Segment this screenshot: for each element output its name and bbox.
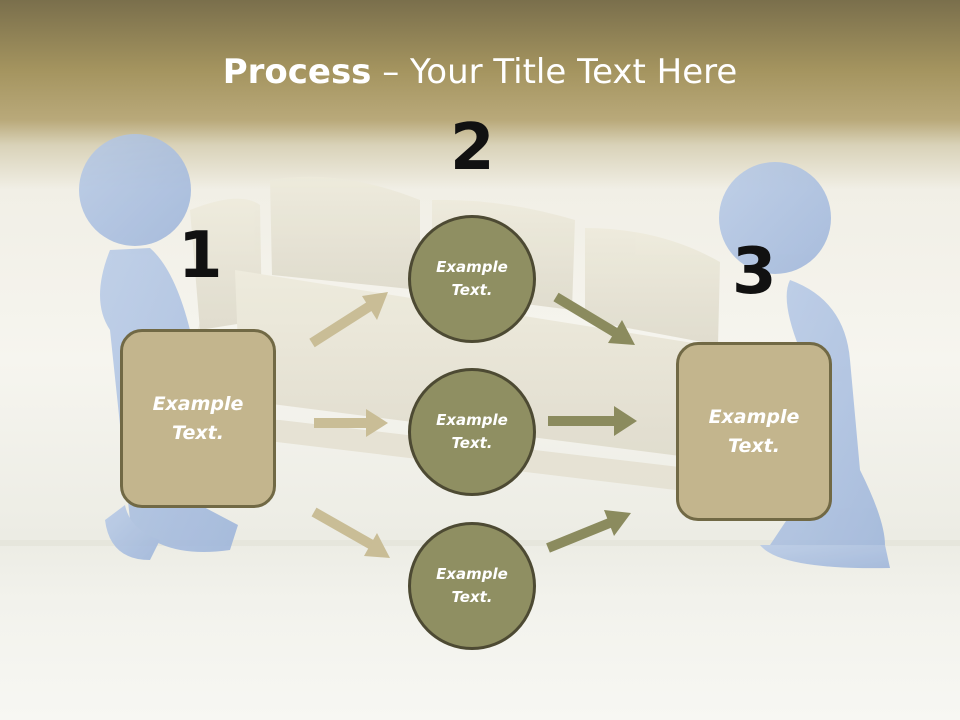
step-number-1: 1: [178, 219, 223, 293]
circle-bottom-line1: Example: [436, 565, 508, 583]
step1-line1: Example: [152, 392, 244, 415]
circle-top-line2: Text.: [451, 281, 493, 299]
circle-bottom-line2: Text.: [451, 588, 493, 606]
circle-middle-line2: Text.: [451, 434, 493, 452]
circle-top-line1: Example: [436, 258, 508, 276]
title-bold: Process: [222, 52, 372, 92]
step1-line2: Text.: [172, 421, 224, 444]
title-rest: – Your Title Text Here: [371, 52, 738, 92]
slide-title: Process – Your Title Text Here: [0, 52, 960, 92]
step3-line2: Text.: [728, 434, 780, 457]
circle-middle-line1: Example: [436, 411, 508, 429]
step-number-2: 2: [450, 111, 495, 185]
step-number-3: 3: [732, 235, 777, 309]
step3-line1: Example: [708, 405, 800, 428]
